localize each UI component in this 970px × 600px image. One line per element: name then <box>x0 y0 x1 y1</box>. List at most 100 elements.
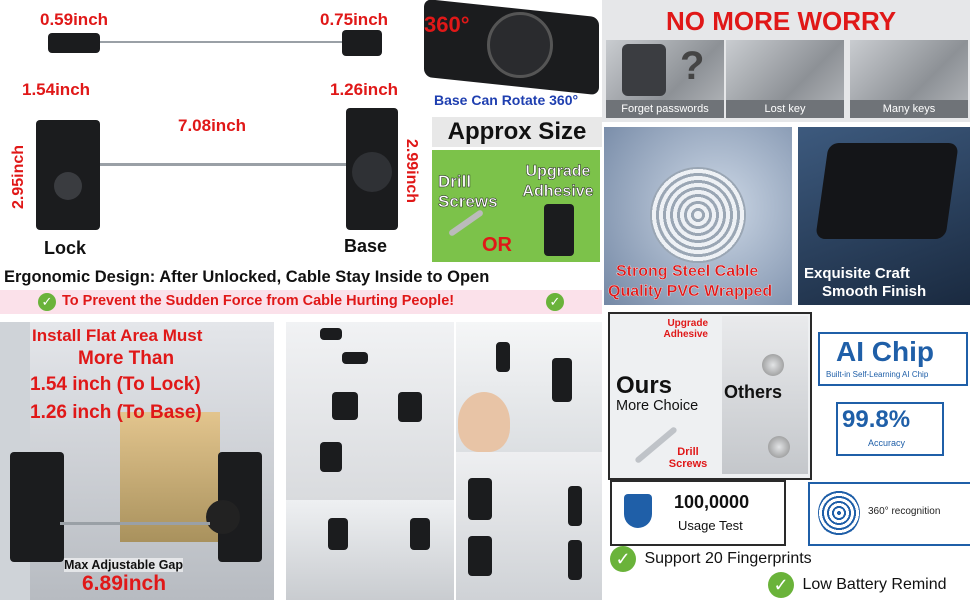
screw-icon <box>447 209 485 237</box>
compare-drill: Drill Screws <box>668 446 708 470</box>
knob-icon <box>768 436 790 458</box>
cable-bundle-image <box>650 167 746 263</box>
craft-panel: Exquisite Craft Smooth Finish <box>798 127 970 305</box>
check-icon: ✓ <box>768 572 794 598</box>
scene-lock-3 <box>332 392 358 420</box>
base-width-label: 1.26inch <box>330 80 399 99</box>
scene-lock-10 <box>468 478 492 520</box>
feature-fingerprints-text: Support 20 Fingerprints <box>644 550 812 567</box>
compare-panel: Upgrade Adhesive Ours More Choice Drill … <box>608 312 812 480</box>
accuracy-label: Accuracy <box>868 438 906 448</box>
compare-upgrade: Upgrade Adhesive <box>663 318 708 340</box>
knob-icon <box>762 354 784 376</box>
scene-cabinet-upper <box>286 322 454 500</box>
scene-lock-4 <box>398 392 422 422</box>
adhesive-lock-image <box>544 204 574 256</box>
cable-line1: Strong Steel Cable <box>616 263 759 280</box>
rotate-panel: 360° Base Can Rotate 360° <box>412 0 602 112</box>
shield-check-icon <box>624 494 652 528</box>
drill-screws-label: Drill Screws <box>438 172 508 212</box>
scene-lock-2 <box>342 352 368 364</box>
usage-label: Usage Test <box>678 518 743 533</box>
installed-knob <box>206 500 240 534</box>
window-scene <box>120 412 220 542</box>
width-b-label: 0.75inch <box>320 10 389 29</box>
question-icon: ? <box>680 44 705 88</box>
ai-chip-title: AI Chip <box>836 336 934 367</box>
craft-lock-image <box>815 143 959 239</box>
flat-area-line3: 1.54 inch (To Lock) <box>30 374 201 395</box>
flat-area-line4: 1.26 inch (To Base) <box>30 402 202 423</box>
lock-width-label: 1.54inch <box>22 80 91 99</box>
base-caption: Base <box>344 236 388 256</box>
craft-line1: Exquisite Craft <box>804 265 910 282</box>
ergonomic-headline: Ergonomic Design: After Unlocked, Cable … <box>4 268 490 286</box>
worry-tile-label: Forget passwords <box>606 100 724 118</box>
scene-lock-7 <box>410 518 430 550</box>
fingerprint-sensor <box>54 172 82 200</box>
flat-area-panel: Install Flat Area Must More Than 1.54 in… <box>0 322 274 600</box>
base-profile <box>342 30 382 56</box>
cable-line2: Quality PVC Wrapped <box>608 283 773 300</box>
compare-ours: Ours <box>616 372 673 399</box>
flat-area-line1: Install Flat Area Must <box>32 326 203 345</box>
scene-child <box>456 322 602 452</box>
scene-lock-9 <box>552 358 572 402</box>
cable-panel: Strong Steel Cable Quality PVC Wrapped <box>604 127 792 305</box>
main-cable <box>100 163 350 166</box>
feature-fingerprints: ✓ Support 20 Fingerprints <box>610 546 812 574</box>
scene-lock-6 <box>328 518 348 550</box>
feature-battery-text: Low Battery Remind <box>802 576 947 593</box>
rotate-degrees: 360° <box>424 12 470 37</box>
cable-length-label: 7.08inch <box>178 116 247 135</box>
worry-tile-passwords: ? Forget passwords <box>606 40 724 118</box>
adhesive-text: Upgrade Adhesive <box>522 163 594 201</box>
profile-cable <box>100 41 342 43</box>
check-icon: ✓ <box>546 293 564 311</box>
check-icon: ✓ <box>38 293 56 311</box>
adhesive-label: Upgrade Adhesive <box>518 162 598 202</box>
gap-value: 6.89inch <box>82 572 167 595</box>
rotate-knob <box>487 12 553 78</box>
craft-line2: Smooth Finish <box>822 283 927 300</box>
ai-chip-badge: AI Chip Built-in Self-Learning AI Chip <box>818 332 968 386</box>
ai-chip-subtitle: Built-in Self-Learning AI Chip <box>826 370 929 379</box>
compare-others: Others <box>724 382 783 402</box>
usage-value: 100,0000 <box>674 492 750 512</box>
dimension-diagram: 0.59inch 0.75inch 1.54inch 1.26inch 7.08… <box>0 0 425 262</box>
lock-profile <box>48 33 100 53</box>
width-a-label: 0.59inch <box>40 10 109 29</box>
padlock-icon <box>622 44 666 96</box>
or-label: OR <box>482 234 512 256</box>
worry-tile-label: Lost key <box>726 100 844 118</box>
feature-battery: ✓ Low Battery Remind <box>768 572 947 600</box>
accuracy-badge: 99.8% Accuracy <box>836 402 944 456</box>
base-height-label: 2.99inch <box>403 139 420 204</box>
scene-lock-12 <box>468 536 492 576</box>
lock-caption: Lock <box>44 238 87 258</box>
install-options-panel: Drill Screws Upgrade Adhesive OR <box>432 150 600 262</box>
flat-area-line2: More Than <box>78 348 175 369</box>
worry-tile-many-keys: Many keys <box>850 40 968 118</box>
installed-cable <box>60 522 210 525</box>
scene-lock-5 <box>320 442 342 472</box>
recognition-label: 360° recognition <box>868 506 941 517</box>
scene-lock-1 <box>320 328 342 340</box>
worry-tile-label: Many keys <box>850 100 968 118</box>
child-image <box>458 392 510 452</box>
base-knob <box>352 152 392 192</box>
worry-tile-lost-key: Lost key <box>726 40 844 118</box>
ergonomic-subline: To Prevent the Sudden Force from Cable H… <box>62 293 455 309</box>
accuracy-value: 99.8% <box>842 406 911 433</box>
worry-title: NO MORE WORRY <box>666 6 897 36</box>
scene-lock-8 <box>496 342 510 372</box>
compare-more-choice: More Choice <box>616 398 699 414</box>
scene-lock-11 <box>568 486 582 526</box>
base-body <box>346 108 398 230</box>
scene-lock-13 <box>568 540 582 580</box>
approx-size-label: Approx Size <box>432 117 602 147</box>
lock-height-label: 2.95inch <box>10 144 27 209</box>
scene-cabinet-lower <box>286 500 454 600</box>
others-image: Others <box>722 316 808 474</box>
fingerprint-icon <box>818 490 860 536</box>
